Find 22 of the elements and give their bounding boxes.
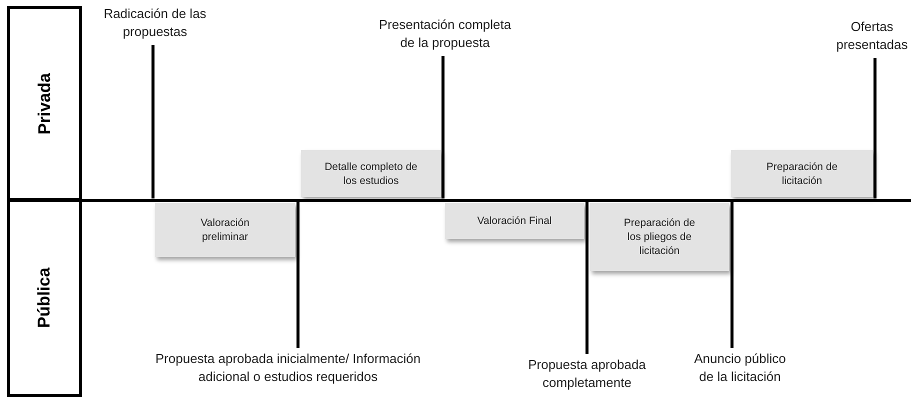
swimlane-box — [7, 199, 82, 397]
milestone-label: Anuncio público de la licitación — [686, 350, 794, 390]
swimlane-box — [7, 6, 82, 201]
activity-box: Detalle completo de los estudios — [301, 150, 441, 197]
lane-label: Pública — [34, 268, 55, 328]
timeline-axis — [82, 198, 911, 202]
milestone-label: Propuesta aprobada inicialmente/ Información adicional o estudios requeridos — [138, 350, 438, 390]
milestone-label: Radicación de las propuestas — [92, 5, 218, 43]
milestone-line — [152, 45, 154, 198]
activity-box: Valoración preliminar — [155, 203, 295, 257]
milestone-line — [296, 202, 300, 348]
milestone-label: Ofertas presentadas — [834, 18, 910, 56]
activity-box: Preparación de licitación — [731, 150, 873, 197]
lane-label: Privada — [34, 72, 55, 134]
milestone-line — [586, 202, 588, 354]
milestone-line — [442, 56, 444, 198]
activity-box: Valoración Final — [445, 203, 584, 239]
milestone-label: Propuesta aprobada completamente — [517, 356, 657, 396]
milestone-line — [730, 202, 734, 348]
milestone-line — [874, 58, 876, 198]
activity-box: Preparación de los pliegos de licitación — [590, 203, 729, 271]
milestone-label: Presentación completa de la propuesta — [370, 16, 520, 54]
